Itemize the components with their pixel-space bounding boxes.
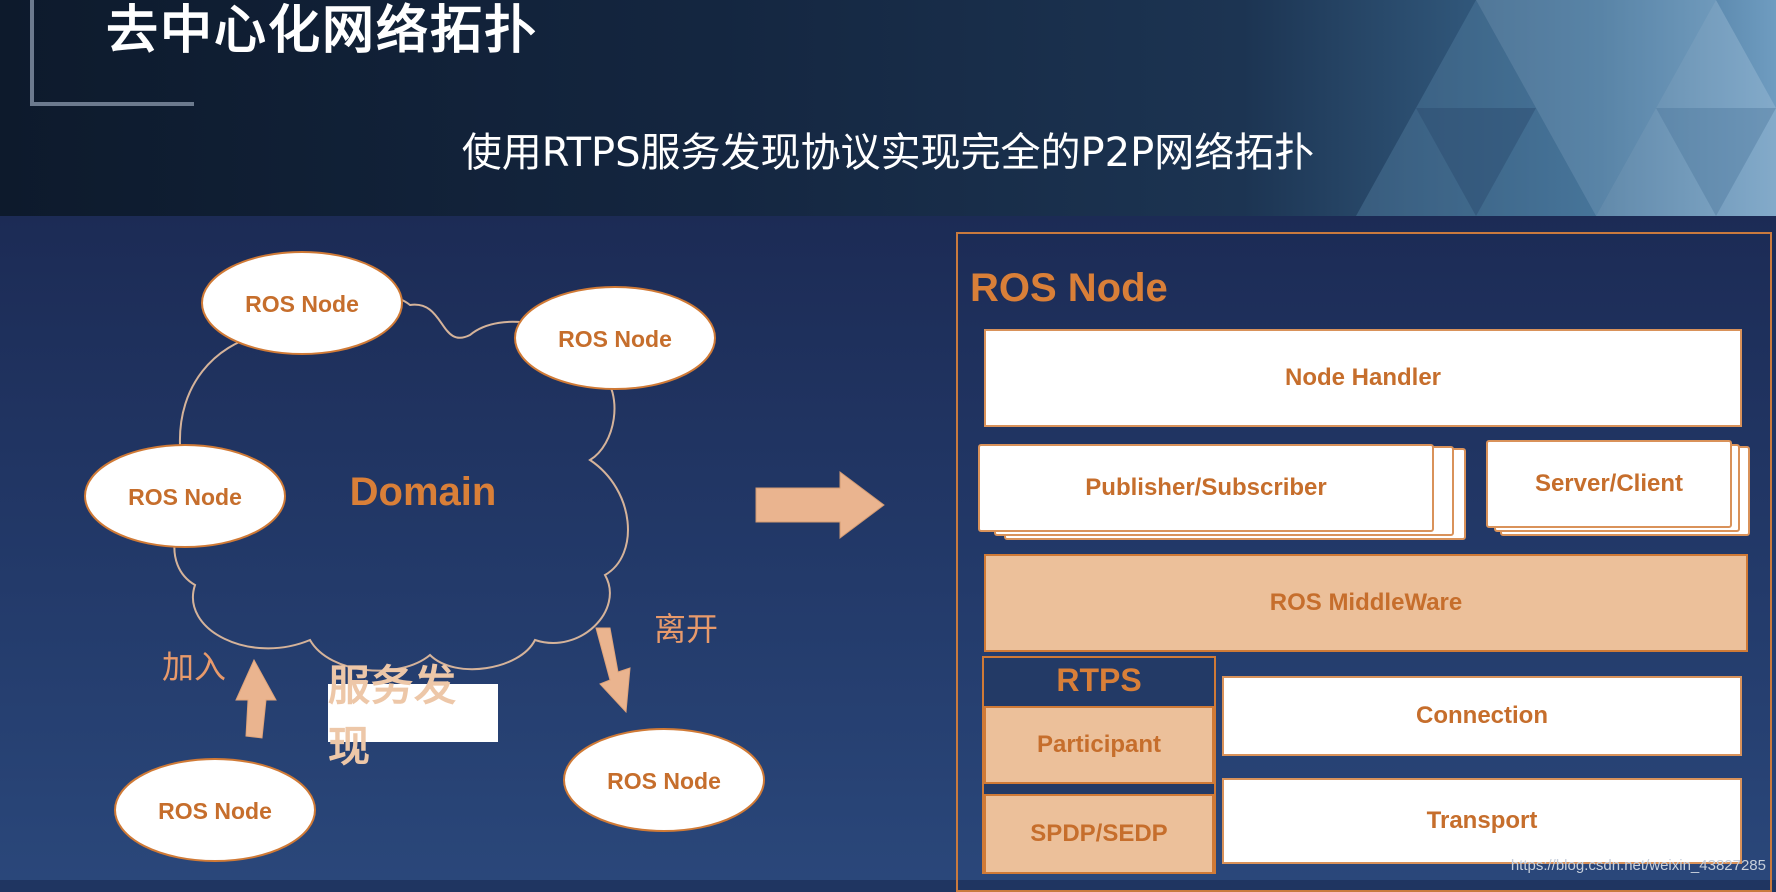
server-client-box: Server/Client [1486, 440, 1732, 528]
decorative-triangle-pattern [1356, 0, 1776, 216]
panel-title: ROS Node [970, 266, 1168, 310]
middleware-label: ROS MiddleWare [1269, 589, 1463, 616]
domain-label: Domain [350, 470, 497, 514]
header-banner: 去中心化网络拓扑 使用RTPS服务发现协议实现完全的P2P网络拓扑 [0, 0, 1776, 216]
node-handler-box: Node Handler [984, 329, 1742, 427]
middleware-box: ROS MiddleWare [984, 554, 1748, 652]
pub-sub-label: Publisher/Subscriber [1085, 474, 1327, 501]
connection-box: Connection [1222, 676, 1742, 756]
leave-arrow [595, 627, 631, 714]
ros-node-label: ROS Node [245, 291, 359, 317]
watermark-url: https://blog.csdn.net/weixin_43827285 [1510, 857, 1766, 874]
page-subtitle: 使用RTPS服务发现协议实现完全的P2P网络拓扑 [461, 130, 1315, 176]
ros-node-label: ROS Node [607, 768, 721, 794]
transport-box: Transport [1222, 778, 1742, 864]
ros-node-left: ROS Node [84, 444, 286, 548]
join-arrow [235, 658, 277, 739]
ros-node-label: ROS Node [128, 484, 242, 510]
service-discovery-label: 服务发现 [328, 661, 498, 771]
server-client-label: Server/Client [1534, 470, 1684, 497]
transition-arrow [755, 471, 885, 539]
pub-sub-box: Publisher/Subscriber [978, 444, 1434, 532]
connection-label: Connection [1416, 702, 1548, 729]
ros-node-top-right: ROS Node [514, 286, 716, 390]
transport-label: Transport [1426, 807, 1538, 834]
spdp-sedp-box: SPDP/SEDP [984, 794, 1214, 874]
ros-node-bottom-left: ROS Node [114, 758, 316, 862]
ros-node-bottom-right: ROS Node [563, 728, 765, 832]
title-corner-bracket [30, 0, 194, 106]
ros-node-label: ROS Node [158, 798, 272, 824]
leave-label: 离开 [654, 610, 719, 648]
domain-diagram: ROS Node ROS Node ROS Node ROS Node ROS … [84, 251, 885, 862]
participant-box: Participant [984, 706, 1214, 784]
node-handler-label: Node Handler [1284, 364, 1442, 391]
rtps-label: RTPS [1056, 662, 1142, 698]
participant-label: Participant [1036, 731, 1162, 758]
ros-node-top-left: ROS Node [201, 251, 403, 355]
page-title: 去中心化网络拓扑 [106, 1, 539, 61]
join-label: 加入 [162, 648, 227, 686]
ros-node-label: ROS Node [558, 326, 672, 352]
spdp-sedp-label: SPDP/SEDP [1030, 820, 1168, 847]
